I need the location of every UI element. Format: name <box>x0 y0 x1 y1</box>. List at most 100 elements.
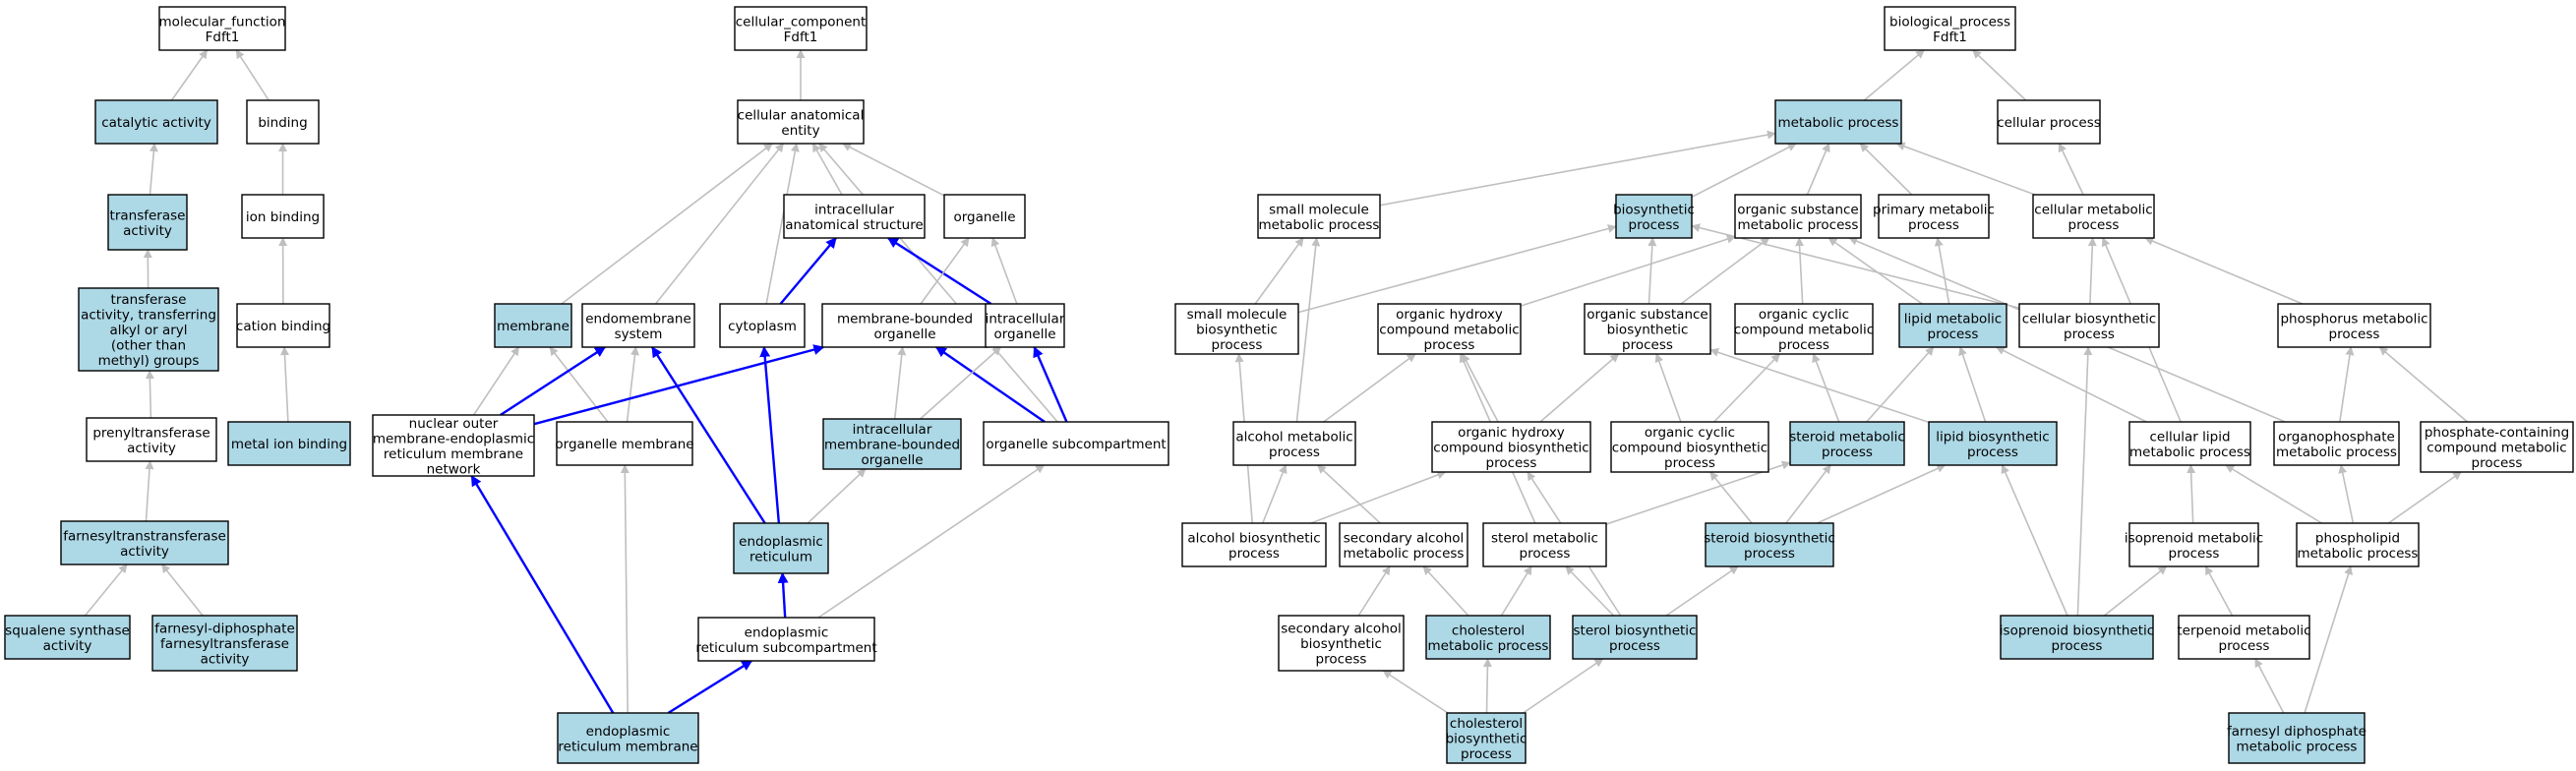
node-label-line: organelle <box>953 209 1015 225</box>
node-label-line: reticulum membrane <box>384 446 523 462</box>
node-box <box>1610 421 1769 473</box>
node-ionb[interactable]: ion binding <box>241 194 325 239</box>
node-box <box>557 712 699 764</box>
node-box <box>227 421 351 466</box>
edge-sterm-to-stmp <box>1605 460 1791 525</box>
edge-imbo-to-io <box>920 346 1002 420</box>
node-box <box>2128 522 2259 567</box>
edge-sqs-to-farn <box>84 563 128 617</box>
node-nom[interactable]: nuclear outermembrane-endoplasmicreticul… <box>372 414 535 477</box>
node-org[interactable]: organelle <box>943 194 1026 239</box>
node-label-line: entity <box>781 123 819 139</box>
node-cyto[interactable]: cytoplasm <box>719 303 806 348</box>
node-label-line: cellular anatomical <box>738 107 865 123</box>
node-label-line: biosynthetic <box>1613 202 1695 217</box>
edge-stbp-to-stmp <box>1785 464 1831 524</box>
node-cellp[interactable]: cellular process <box>1997 99 2101 145</box>
edge-occbp-to-osbp <box>1654 353 1682 423</box>
node-cat[interactable]: catalytic activity <box>94 99 218 145</box>
node-label-line: process <box>1664 455 1715 471</box>
node-label-line: process <box>1967 445 2018 460</box>
node-label-line: cellular biosynthetic <box>2022 311 2156 326</box>
node-box <box>697 617 875 662</box>
node-box <box>1789 421 1905 466</box>
node-label-line: process <box>1928 326 1979 342</box>
node-om[interactable]: organelle membrane <box>555 421 694 466</box>
node-bind[interactable]: binding <box>246 99 320 145</box>
edge-nom-to-mbo <box>533 344 825 426</box>
node-mem[interactable]: membrane <box>494 303 572 348</box>
node-metion[interactable]: metal ion binding <box>227 421 351 466</box>
node-label-line: organophosphate <box>2278 429 2395 445</box>
node-box <box>2228 712 2366 764</box>
edge-mbo-to-org <box>920 237 970 305</box>
node-box <box>1884 6 2016 51</box>
node-label-line: intracellular <box>814 202 894 217</box>
node-box <box>236 303 330 348</box>
node-label-line: cellular_component <box>736 14 866 30</box>
node-label-line: phosphate-containing <box>2425 425 2569 441</box>
node-fdpft[interactable]: farnesyl-diphosphatefarnesyltransferasea… <box>151 615 298 672</box>
node-label-line: process <box>1461 746 1512 762</box>
node-metab[interactable]: metabolic process <box>1774 99 1902 145</box>
node-label-line: steroid biosynthetic <box>1704 530 1835 546</box>
node-catb[interactable]: cation binding <box>236 303 330 348</box>
edge-lbp-to-lmp <box>1958 346 1987 423</box>
edge-cyto-to-cae <box>765 143 800 305</box>
node-osub[interactable]: organelle subcompartment <box>983 421 1169 466</box>
node-label-line: process <box>2169 546 2220 562</box>
edge-metion-to-catb <box>280 346 289 423</box>
